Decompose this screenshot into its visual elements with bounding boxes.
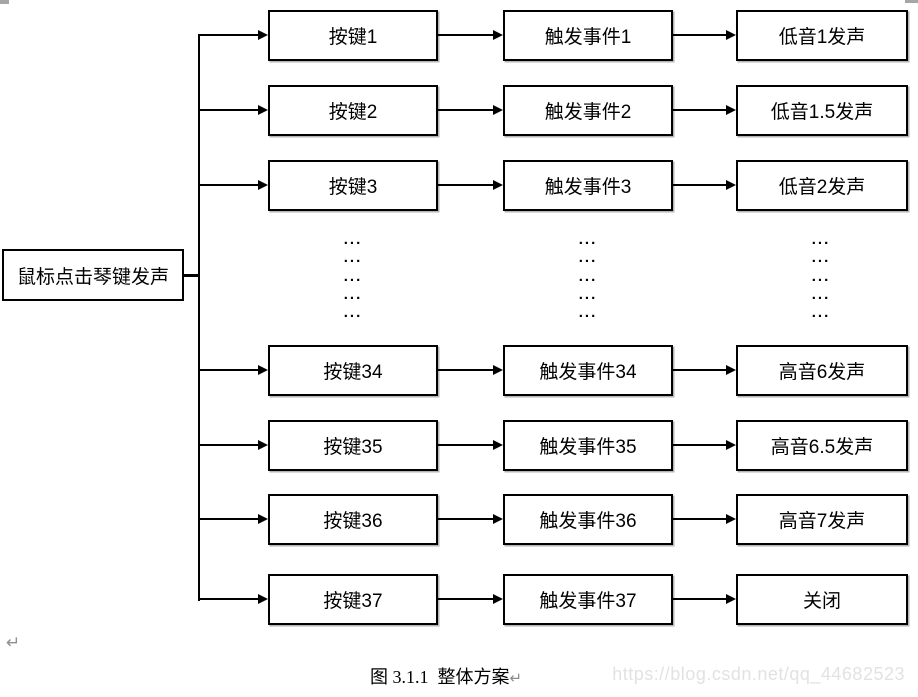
ellipsis-item: ... xyxy=(811,231,831,248)
event-node: 触发事件2 xyxy=(503,85,673,136)
caption-return-mark-icon: ↵ xyxy=(509,669,523,687)
arrow-line xyxy=(673,109,727,111)
arrow-head-icon xyxy=(493,30,503,40)
root-node: 鼠标点击琴键发声 xyxy=(2,249,184,301)
key-node: 按键3 xyxy=(268,160,438,211)
arrow-head-icon xyxy=(258,180,268,190)
ellipsis-item: ... xyxy=(811,304,831,321)
key-node: 按键34 xyxy=(268,345,438,396)
figure-caption-text: 图 3.1.1 整体方案 xyxy=(370,667,510,687)
output-node: 低音1发声 xyxy=(736,10,908,61)
key-node: 按键2 xyxy=(268,85,438,136)
output-node: 关闭 xyxy=(736,574,908,625)
output-node: 高音6发声 xyxy=(736,345,908,396)
arrow-line xyxy=(673,598,727,600)
key-node: 按键36 xyxy=(268,494,438,545)
event-node: 触发事件35 xyxy=(503,420,673,471)
ellipsis-item: ... xyxy=(343,286,363,303)
paragraph-return-mark-icon: ↵ xyxy=(6,633,21,653)
arrow-line xyxy=(438,184,494,186)
ellipsis-item: ... xyxy=(811,249,831,266)
arrow-line xyxy=(198,518,259,520)
trunk-line xyxy=(198,34,200,601)
ellipsis-item: ... xyxy=(343,304,363,321)
arrow-head-icon xyxy=(258,30,268,40)
ellipsis-item: ... xyxy=(343,231,363,248)
arrow-line xyxy=(198,184,259,186)
arrow-head-icon xyxy=(726,440,736,450)
arrow-line xyxy=(673,184,727,186)
arrow-head-icon xyxy=(493,105,503,115)
arrow-line xyxy=(673,369,727,371)
key-node: 按键37 xyxy=(268,574,438,625)
arrow-head-icon xyxy=(258,440,268,450)
arrow-line xyxy=(438,444,494,446)
arrow-head-icon xyxy=(493,594,503,604)
cropped-mark-top-right xyxy=(905,0,918,3)
arrow-head-icon xyxy=(726,105,736,115)
arrow-line xyxy=(673,518,727,520)
key-node: 按键1 xyxy=(268,10,438,61)
arrow-head-icon xyxy=(726,594,736,604)
root-connector-line xyxy=(184,274,198,277)
arrow-line xyxy=(438,598,494,600)
arrow-head-icon xyxy=(726,180,736,190)
ellipsis-item: ... xyxy=(578,249,598,266)
event-node: 触发事件1 xyxy=(503,10,673,61)
arrow-line xyxy=(673,444,727,446)
arrow-head-icon xyxy=(258,105,268,115)
arrow-line xyxy=(438,109,494,111)
arrow-line xyxy=(198,444,259,446)
arrow-head-icon xyxy=(258,594,268,604)
key-node: 按键35 xyxy=(268,420,438,471)
arrow-head-icon xyxy=(258,365,268,375)
arrow-line xyxy=(198,109,259,111)
arrow-line xyxy=(198,369,259,371)
ellipsis-item: ... xyxy=(578,231,598,248)
arrow-line xyxy=(438,369,494,371)
ellipsis-item: ... xyxy=(811,268,831,285)
output-node: 高音7发声 xyxy=(736,494,908,545)
arrow-line xyxy=(438,518,494,520)
arrow-head-icon xyxy=(726,30,736,40)
figure-caption: 图 3.1.1 整体方案↵ xyxy=(370,663,522,689)
arrow-line xyxy=(198,598,259,600)
output-node: 低音1.5发声 xyxy=(736,85,908,136)
arrow-head-icon xyxy=(493,180,503,190)
arrow-line xyxy=(673,34,727,36)
ellipsis-item: ... xyxy=(343,249,363,266)
arrow-head-icon xyxy=(493,440,503,450)
arrow-head-icon xyxy=(726,365,736,375)
arrow-line xyxy=(198,34,259,36)
event-node: 触发事件3 xyxy=(503,160,673,211)
cropped-mark-top-left xyxy=(0,0,9,4)
ellipsis-item: ... xyxy=(343,268,363,285)
arrow-line xyxy=(438,34,494,36)
output-node: 高音6.5发声 xyxy=(736,420,908,471)
arrow-head-icon xyxy=(258,514,268,524)
watermark: https://blog.csdn.net/qq_44682523 xyxy=(612,664,905,684)
ellipsis-item: ... xyxy=(578,268,598,285)
arrow-head-icon xyxy=(726,514,736,524)
event-node: 触发事件36 xyxy=(503,494,673,545)
event-node: 触发事件34 xyxy=(503,345,673,396)
event-node: 触发事件37 xyxy=(503,574,673,625)
output-node: 低音2发声 xyxy=(736,160,908,211)
ellipsis-item: ... xyxy=(578,304,598,321)
arrow-head-icon xyxy=(493,514,503,524)
ellipsis-item: ... xyxy=(578,286,598,303)
arrow-head-icon xyxy=(493,365,503,375)
ellipsis-item: ... xyxy=(811,286,831,303)
